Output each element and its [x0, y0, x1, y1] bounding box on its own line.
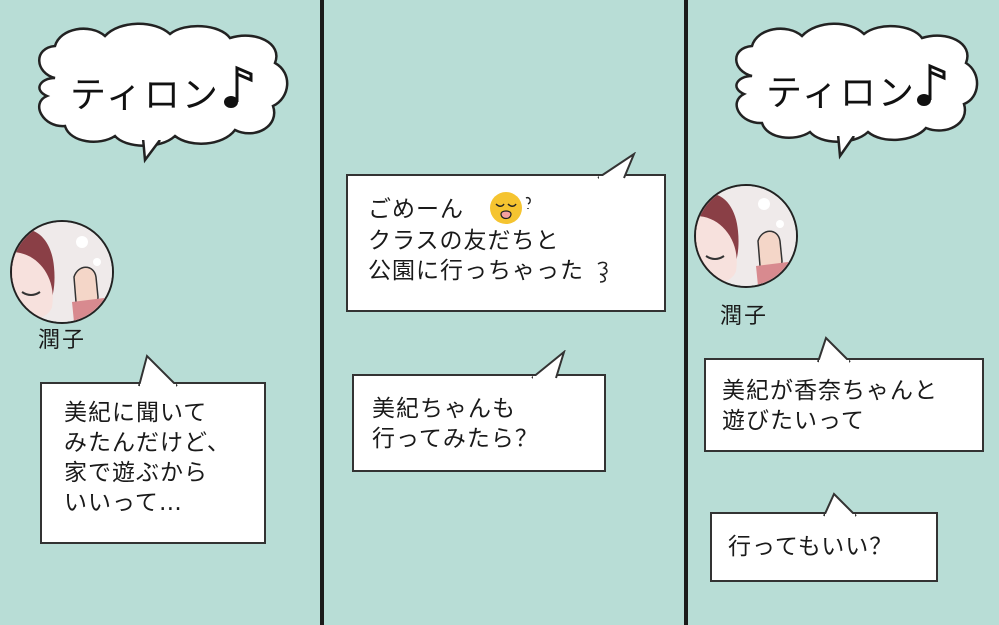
message-line: 遊びたいって — [722, 408, 865, 434]
reply-line: 公園に行っちゃった — [368, 258, 584, 284]
avatar-icon — [696, 186, 796, 286]
sender-name: 潤子 — [38, 328, 87, 353]
question-bubble: 行ってもいい？ — [710, 492, 938, 582]
message-line: 美紀が香奈ちゃんと — [722, 378, 938, 404]
panel-divider-2 — [684, 0, 688, 625]
bubble-tail — [823, 492, 857, 518]
message-bubble: 美紀が香奈ちゃんと 遊びたいって — [704, 336, 984, 452]
suggestion-line: 行ってみたら？ — [372, 426, 539, 452]
suggestion-bubble: 美紀ちゃんも 行ってみたら？ — [352, 350, 606, 472]
avatar — [10, 220, 114, 324]
reply-bubble: ごめーん クラスの友だちと 公園に行っちゃった — [346, 152, 666, 312]
reply-line: クラスの友だちと — [368, 228, 560, 254]
bubble-tail — [817, 336, 851, 364]
cloud-bubble-shape — [37, 22, 289, 164]
message-line: 美紀に聞いて — [64, 400, 208, 426]
message-line: みたんだけど、 — [64, 430, 231, 456]
question-line: 行ってもいい？ — [728, 534, 894, 560]
apologetic-face-emoji — [490, 192, 532, 224]
bubble-tail — [138, 354, 178, 388]
message-bubble: 美紀に聞いて みたんだけど、 家で遊ぶから いいって… — [40, 354, 266, 544]
avatar-icon — [12, 222, 112, 322]
panel-2 — [324, 0, 684, 625]
message-line: 家で遊ぶから — [64, 460, 208, 486]
squiggle-icon — [597, 261, 609, 283]
bubble-tail — [531, 350, 566, 380]
cloud-bubble-shape — [735, 22, 979, 160]
music-note-icon — [917, 63, 946, 106]
sender-name: 潤子 — [720, 304, 769, 329]
sound-effect-text: ティロン — [70, 75, 220, 116]
notification-sound-bubble: ティロン — [722, 18, 984, 163]
suggestion-line: 美紀ちゃんも — [372, 396, 516, 422]
avatar — [694, 184, 798, 288]
panel-divider-1 — [320, 0, 324, 625]
bubble-tail — [597, 152, 636, 180]
message-line: いいって… — [64, 490, 183, 516]
sound-effect-text: ティロン — [766, 73, 916, 114]
notification-sound-bubble: ティロン — [25, 18, 295, 168]
music-note-icon — [224, 65, 253, 108]
reply-line: ごめーん — [368, 196, 464, 223]
